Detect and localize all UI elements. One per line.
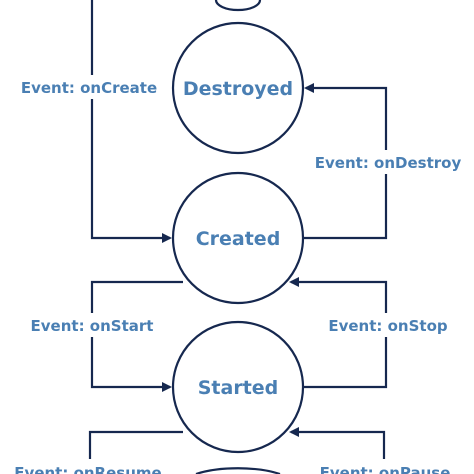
edge-on-destroy-label: Event: onDestroy — [315, 154, 462, 172]
state-started-label: Started — [198, 377, 279, 399]
edge-on-resume-label-bg — [8, 459, 168, 474]
edge-on-start-label: Event: onStart — [31, 317, 154, 335]
state-destroyed-circle — [171, 21, 305, 155]
edge-on-start-label-bg — [22, 313, 162, 337]
edge-on-stop-label-bg — [322, 313, 454, 337]
edge-on-pause-label: Event: onPause — [320, 464, 451, 474]
bottom-state-circle-partial — [195, 467, 281, 474]
state-created-label: Created — [196, 228, 281, 250]
edge-on-create-label-bg — [14, 75, 164, 99]
edge-on-create-label: Event: onCreate — [21, 79, 157, 97]
edge-on-destroy-label-bg — [308, 150, 468, 174]
edge-on-resume-label: Event: onResume — [14, 464, 161, 474]
edge-on-stop-label: Event: onStop — [328, 317, 448, 335]
top-state-circle-partial — [214, 0, 262, 12]
edge-on-pause-label-bg — [312, 459, 462, 474]
edge-on-create-line — [90, 0, 172, 243]
state-created-circle — [171, 171, 305, 305]
state-destroyed-label: Destroyed — [183, 78, 293, 100]
state-started-circle — [171, 320, 305, 454]
